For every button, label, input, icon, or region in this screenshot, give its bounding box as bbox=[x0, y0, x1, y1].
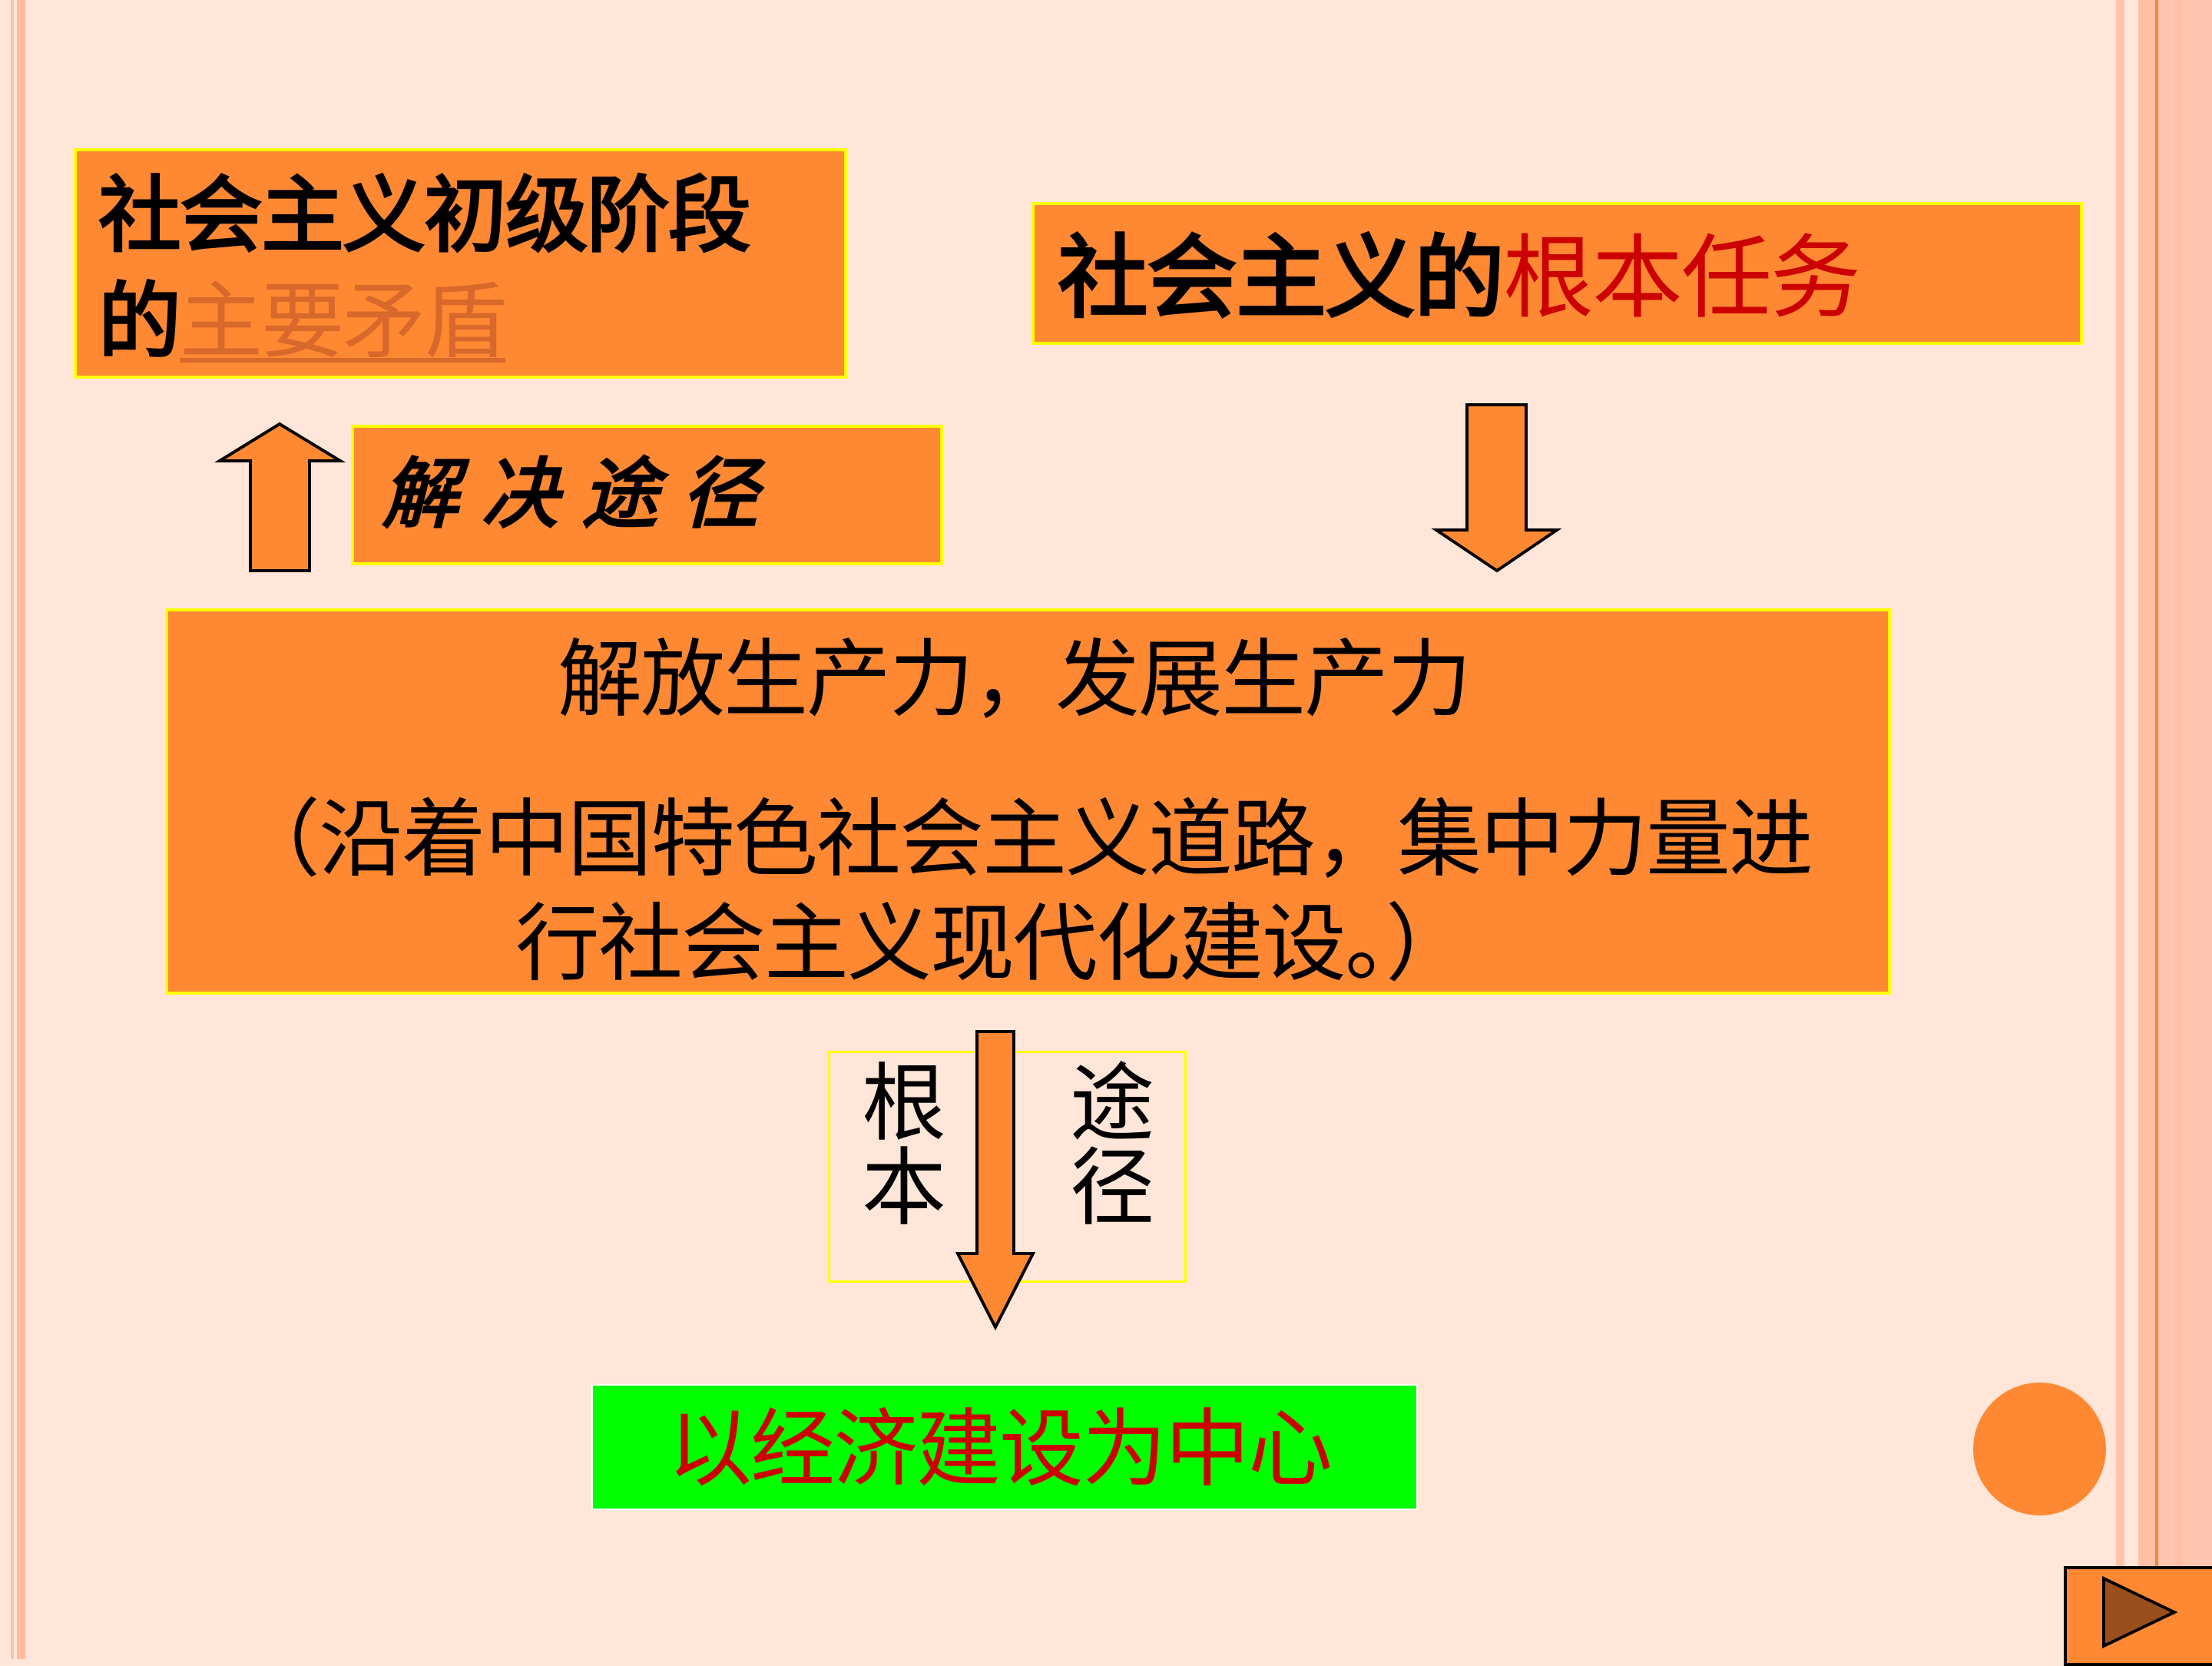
productivity-line1: 解放生产力，发展生产力 bbox=[558, 631, 1472, 729]
right-stripe-dark-band bbox=[2138, 0, 2155, 1659]
left-stripe-thin bbox=[11, 0, 14, 1659]
right-stripe-orange-line bbox=[2155, 0, 2158, 1659]
solution-path-label: 解决途径 bbox=[382, 449, 781, 539]
play-triangle-icon bbox=[2102, 1575, 2178, 1649]
economic-center-text: 以经济建设为中心 bbox=[667, 1400, 1333, 1499]
path-label: 途 径 bbox=[1070, 1062, 1156, 1230]
productivity-line3: 行社会主义现代化建设。） bbox=[515, 895, 1470, 993]
left-stripe-thick bbox=[17, 0, 25, 1659]
fundamental-label-char-1: 根 bbox=[862, 1055, 946, 1153]
fundamental-label: 根 本 bbox=[862, 1062, 948, 1230]
right-stripe-thin bbox=[2116, 0, 2124, 1659]
path-label-char-2: 径 bbox=[1070, 1139, 1154, 1237]
primary-contradiction-link[interactable]: 主要矛盾 bbox=[180, 274, 507, 370]
path-label-char-1: 途 bbox=[1070, 1055, 1154, 1153]
right-stripe-mid-band bbox=[2175, 0, 2183, 1659]
primary-contradiction-box: 社会主义初级阶段 的主要矛盾 bbox=[74, 148, 847, 379]
primary-contradiction-line1: 社会主义初级阶段 bbox=[98, 167, 751, 264]
productivity-box: 解放生产力，发展生产力 （沿着中国特色社会主义道路，集中力量进 行社会主义现代化… bbox=[165, 608, 1891, 995]
primary-contradiction-line2: 的主要矛盾 bbox=[98, 280, 507, 364]
fundamental-task-text: 社会主义的根本任务 bbox=[1058, 233, 1861, 324]
productivity-line2: （沿着中国特色社会主义道路，集中力量进 bbox=[236, 790, 1813, 889]
decor-circle-icon bbox=[1973, 1383, 2106, 1515]
next-slide-button[interactable] bbox=[2064, 1566, 2212, 1666]
fundamental-label-char-2: 本 bbox=[862, 1139, 946, 1237]
fundamental-task-highlight: 根本任务 bbox=[1503, 225, 1861, 331]
primary-contradiction-prefix: 的 bbox=[98, 273, 181, 370]
solution-path-box: 解决途径 bbox=[351, 425, 943, 565]
fundamental-task-prefix: 社会主义的 bbox=[1058, 224, 1505, 331]
fundamental-task-box: 社会主义的根本任务 bbox=[1031, 202, 2083, 345]
economic-center-box: 以经济建设为中心 bbox=[591, 1384, 1418, 1510]
